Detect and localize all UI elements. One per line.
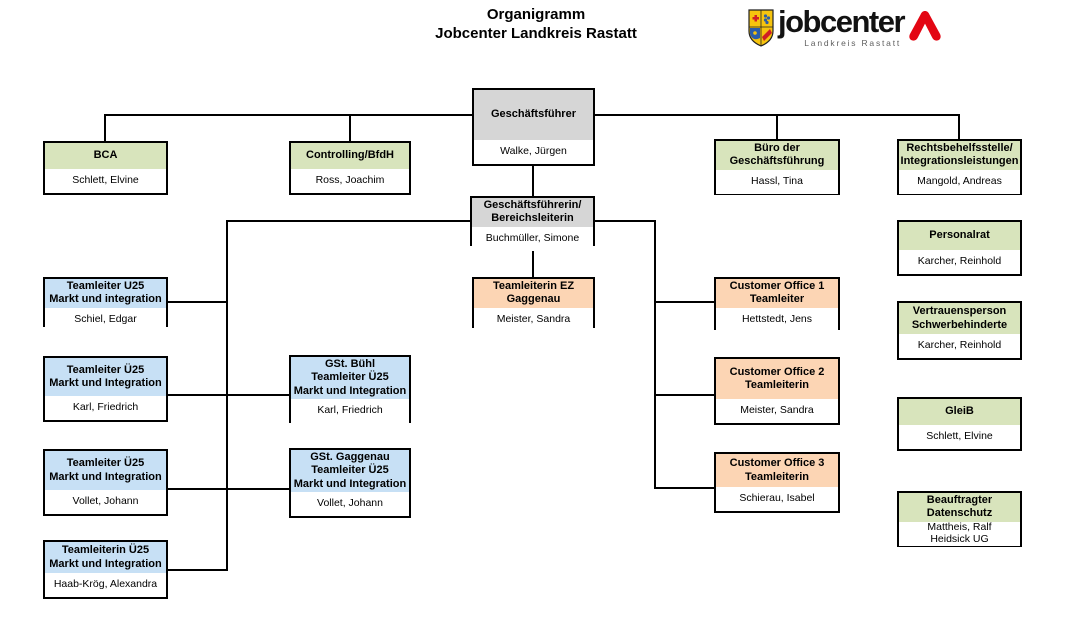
box-name: Schiel, Edgar xyxy=(45,307,166,332)
connector-stub-buero xyxy=(776,114,778,140)
box-name: Schlett, Elvine xyxy=(45,169,166,193)
org-box-personalrat: Personalrat Karcher, Reinhold xyxy=(897,220,1022,276)
org-box-teamleiterin-ez-gaggenau: Teamleiterin EZ Gaggenau Meister, Sandra xyxy=(472,277,595,332)
connector-left-horizontal xyxy=(226,220,472,222)
org-box-buero-der-geschaeftsfuehrung: Büro der Geschäftsführung Hassl, Tina xyxy=(714,139,840,195)
connector-branch-co2 xyxy=(656,394,715,396)
box-name: Meister, Sandra xyxy=(474,307,593,332)
connector-right-horizontal xyxy=(595,220,656,222)
connector-right-vertical xyxy=(654,220,656,489)
box-title: Customer Office 3 Teamleiterin xyxy=(716,454,838,487)
box-name: Hassl, Tina xyxy=(716,169,838,194)
connector-branch-co3 xyxy=(656,487,715,489)
org-box-customer-office-3: Customer Office 3 Teamleiterin Schierau,… xyxy=(714,452,840,513)
box-name: Meister, Sandra xyxy=(716,399,838,423)
org-box-customer-office-2: Customer Office 2 Teamleiterin Meister, … xyxy=(714,357,840,425)
org-box-beauftragter-datenschutz: Beauftragter Datenschutz Mattheis, Ralf … xyxy=(897,491,1022,547)
box-title: Beauftragter Datenschutz xyxy=(899,493,1020,522)
box-title: Teamleiter Ü25 Markt und Integration xyxy=(45,451,166,490)
box-name: Karcher, Reinhold xyxy=(899,334,1020,358)
org-box-gleib: GleiB Schlett, Elvine xyxy=(897,397,1022,451)
box-name: Hettstedt, Jens xyxy=(716,307,838,332)
connector-branch-vollet-gst-gaggenau xyxy=(167,488,290,490)
box-title: Vertrauensperson Schwerbehinderte xyxy=(899,303,1020,334)
box-name: Buchmüller, Simone xyxy=(472,226,593,251)
box-name: Mangold, Andreas xyxy=(899,169,1020,194)
page-title-line1: Organigramm xyxy=(486,6,586,23)
box-name: Vollet, Johann xyxy=(45,490,166,514)
box-title: Rechtsbehelfsstelle/ Integrationsleistun… xyxy=(899,141,1020,170)
box-title: Teamleiterin EZ Gaggenau xyxy=(474,279,593,308)
box-title: Teamleiter Ü25 Markt und Integration xyxy=(45,358,166,396)
page-title-line2: Jobcenter Landkreis Rastatt xyxy=(435,24,637,42)
org-box-bca: BCA Schlett, Elvine xyxy=(43,141,168,195)
box-name: Karcher, Reinhold xyxy=(899,250,1020,274)
box-title: Büro der Geschäftsführung xyxy=(716,141,838,170)
jobcenter-subtitle: Landkreis Rastatt xyxy=(804,38,902,49)
connector-gfin-to-ez xyxy=(532,245,534,278)
box-name: Karl, Friedrich xyxy=(45,396,166,420)
org-box-geschaeftsfuehrerin-bereichsleiterin: Geschäftsführerin/ Bereichsleiterin Buch… xyxy=(470,196,595,251)
box-name: Ross, Joachim xyxy=(291,169,409,193)
box-name: Karl, Friedrich xyxy=(291,399,409,424)
org-box-rechtsbehelfsstelle: Rechtsbehelfsstelle/ Integrationsleistun… xyxy=(897,139,1022,195)
box-title: Geschäftsführerin/ Bereichsleiterin xyxy=(472,198,593,227)
box-title: Teamleiterin Ü25 Markt und Integration xyxy=(45,542,166,573)
box-name: Haab-Krög, Alexandra xyxy=(45,573,166,597)
box-title: Personalrat xyxy=(899,222,1020,250)
org-box-gst-gaggenau: GSt. Gaggenau Teamleiter Ü25 Markt und I… xyxy=(289,448,411,518)
org-box-teamleiterin-ue25-haab-kroeg: Teamleiterin Ü25 Markt und Integration H… xyxy=(43,540,168,599)
org-box-controlling-bfdh: Controlling/BfdH Ross, Joachim xyxy=(289,141,411,195)
org-box-geschaeftsfuehrer: Geschäftsführer Walke, Jürgen xyxy=(472,88,595,166)
box-name: Schierau, Isabel xyxy=(716,487,838,511)
org-box-teamleiter-ue25-karl: Teamleiter Ü25 Markt und Integration Kar… xyxy=(43,356,168,422)
jobcenter-brand-text: jobcenter xyxy=(778,4,906,39)
page-title: Organigramm Jobcenter Landkreis Rastatt xyxy=(0,6,1072,44)
box-title: BCA xyxy=(45,143,166,169)
connector-stub-rechtsbehelfsstelle xyxy=(958,114,960,140)
org-box-gst-buehl: GSt. Bühl Teamleiter Ü25 Markt und Integ… xyxy=(289,355,411,424)
org-box-teamleiter-u25: Teamleiter U25 Markt und integration Sch… xyxy=(43,277,168,332)
connector-gf-to-gfin xyxy=(532,164,534,197)
jobcenter-logo: jobcenter Landkreis Rastatt xyxy=(748,4,942,49)
box-title: Customer Office 1 Teamleiter xyxy=(716,279,838,308)
arbeitsagentur-arrow-icon xyxy=(909,11,941,41)
connector-branch-co1 xyxy=(656,301,715,303)
box-name: Vollet, Johann xyxy=(291,492,409,517)
box-title: GleiB xyxy=(899,399,1020,425)
box-title: Teamleiter U25 Markt und integration xyxy=(45,279,166,308)
box-title: Controlling/BfdH xyxy=(291,143,409,169)
connector-stub-bca xyxy=(104,114,106,142)
connector-branch-karl-gst-buehl xyxy=(167,394,290,396)
box-title: GSt. Gaggenau Teamleiter Ü25 Markt und I… xyxy=(291,450,409,493)
connector-branch-haab-kroeg xyxy=(167,569,228,571)
org-box-customer-office-1: Customer Office 1 Teamleiter Hettstedt, … xyxy=(714,277,840,332)
connector-branch-u25 xyxy=(167,301,227,303)
box-title: Customer Office 2 Teamleiterin xyxy=(716,359,838,399)
box-name: Walke, Jürgen xyxy=(474,140,593,164)
jobcenter-wordmark: jobcenter Landkreis Rastatt xyxy=(778,4,906,49)
box-title: GSt. Bühl Teamleiter Ü25 Markt und Integ… xyxy=(291,357,409,400)
connector-stub-controlling xyxy=(349,114,351,142)
box-name: Schlett, Elvine xyxy=(899,425,1020,449)
org-box-teamleiter-ue25-vollet: Teamleiter Ü25 Markt und Integration Vol… xyxy=(43,449,168,516)
box-title: Geschäftsführer xyxy=(474,90,593,140)
org-box-vertrauensperson-schwerbehinderte: Vertrauensperson Schwerbehinderte Karche… xyxy=(897,301,1022,360)
district-crest-icon xyxy=(748,9,774,47)
box-name: Mattheis, Ralf Heidsick UG xyxy=(899,521,1020,546)
